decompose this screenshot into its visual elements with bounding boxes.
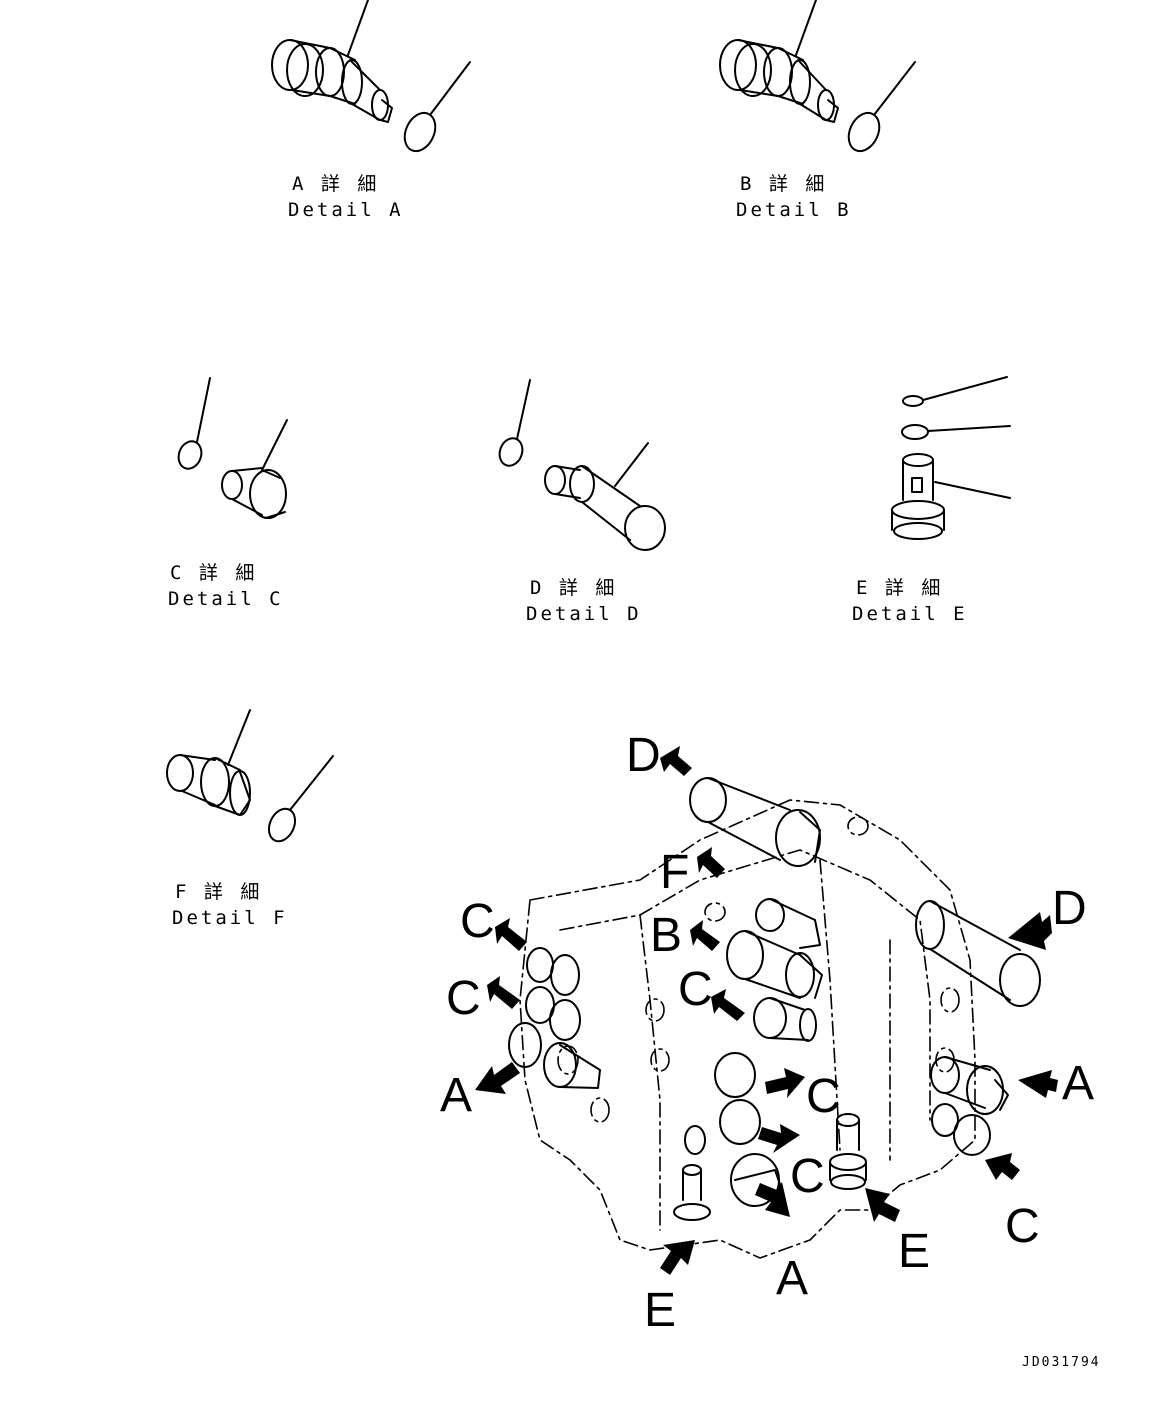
callout-f: F [660,846,690,899]
detail-c-o-ring [177,377,211,470]
detail-c-plug [221,419,288,519]
main-cartridge-e-center [829,1113,867,1190]
detail-a-label-jp: A 詳 細 [292,173,380,195]
callout-c-right: C [1005,1200,1040,1253]
detail-e-label-en: Detail E [852,603,968,625]
arrow-f [697,847,725,878]
arrow-c-center-2 [758,1124,800,1153]
main-valve-a-right [930,1056,1009,1156]
detail-c-label-en: Detail C [168,588,284,610]
callout-d-right: D [1052,882,1087,935]
main-plug-d-right [915,900,1041,1007]
detail-e-label-jp: E 詳 細 [856,577,944,599]
arrow-c-mid [711,989,745,1021]
detail-a-relief-valve [271,0,393,123]
callout-arrows [475,746,1058,1275]
detail-f-o-ring [267,755,334,843]
callout-c-center-1: C [806,1070,841,1123]
detail-e-o-ring [901,424,1011,440]
arrow-c-upper-left [495,918,527,951]
detail-e-cartridge [891,453,1011,540]
detail-b-label-en: Detail B [736,199,852,221]
detail-e-small-ring [902,376,1008,407]
detail-a-label-en: Detail A [288,199,404,221]
callout-c-left: C [446,972,481,1025]
main-plug-d-upper [689,777,821,867]
arrow-c-left [487,976,520,1009]
detail-f-relief-valve [166,709,251,816]
detail-d-label-en: Detail D [526,603,642,625]
callout-e-center: E [898,1225,931,1278]
control-valve-body [519,799,976,1259]
detail-f-label-jp: F 詳 細 [175,881,263,903]
main-plugs-center-column [684,1052,783,1207]
arrow-b [690,920,720,951]
callout-e-bottom: E [644,1284,677,1337]
callout-a-bottom: A [776,1252,809,1305]
detail-c-label-jp: C 詳 細 [170,562,258,584]
arrow-d-right [1008,912,1052,950]
main-cartridge-e-left [673,1164,711,1221]
callout-a-left: A [440,1069,473,1122]
detail-a-o-ring [403,61,471,153]
detail-b-o-ring [847,61,916,153]
detail-d-plug [544,442,666,551]
main-plugs-left-column [508,947,601,1089]
arrow-c-center-1 [765,1068,805,1098]
arrow-e-bottom [660,1240,695,1275]
arrow-a-bottom [755,1182,790,1217]
main-valve-b [726,898,823,999]
callout-c-mid: C [678,963,713,1016]
arrow-c-right [985,1153,1020,1180]
detail-d-label-jp: D 詳 細 [530,577,618,599]
callout-c-center-2: C [790,1150,825,1203]
callout-d-left: D [626,729,661,782]
arrow-a-left [475,1062,520,1094]
callout-a-right: A [1062,1057,1095,1110]
arrow-e-center [865,1188,900,1222]
drawing-code: JD031794 [1022,1355,1101,1370]
main-plug-c-center-upper [753,997,817,1042]
detail-d-o-ring [498,379,531,467]
detail-b-relief-valve [719,0,839,123]
callout-c-upper-left: C [460,895,495,948]
arrow-a-right [1018,1070,1058,1098]
detail-b-label-jp: B 詳 細 [740,173,828,195]
detail-f-label-en: Detail F [172,907,288,929]
callout-b: B [650,909,683,962]
arrow-d-upper [660,746,692,776]
